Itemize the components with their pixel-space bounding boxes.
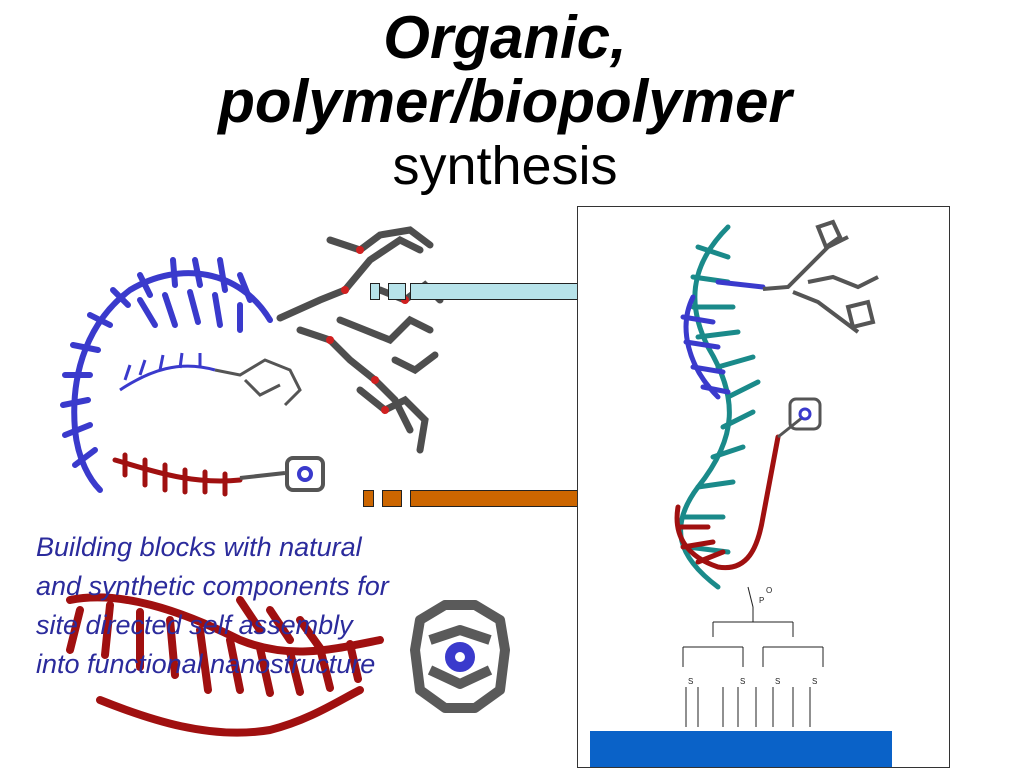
sulfur-label-1: S <box>688 677 693 686</box>
cyan-bar-segment-1 <box>370 283 380 300</box>
inner-small-molecule <box>119 352 302 407</box>
surface-assembly-panel: P O S S S S <box>577 206 950 768</box>
oxygen-label: O <box>766 586 772 595</box>
linker-atom-labels: P O S S S S <box>688 586 817 686</box>
porphyrin-large <box>410 600 510 713</box>
blue-dna-strand <box>60 257 273 493</box>
sulfur-label-3: S <box>775 677 780 686</box>
phosphate-label: P <box>759 596 764 605</box>
title-line-2: polymer/biopolymer <box>218 68 792 135</box>
title-line-3: synthesis <box>392 136 618 196</box>
sulfur-label-4: S <box>812 677 817 686</box>
orange-bar-segment-2 <box>382 490 402 507</box>
assembly-diagram: P O S S S S <box>674 219 879 727</box>
red-dna-strand <box>112 452 243 497</box>
slide-title: Organic, polymer/biopolymer synthesis <box>0 0 1010 197</box>
grey-porphyrin-stack <box>276 226 444 454</box>
orange-bar-segment-1 <box>363 490 374 507</box>
helix-blue <box>680 279 766 400</box>
caption-text: Building blocks with natural and synthet… <box>36 532 389 679</box>
orange-bar-segment-3 <box>410 490 578 507</box>
cyan-bar-segment-2 <box>388 283 406 300</box>
panel-porphyrin-cluster <box>762 219 879 334</box>
red-structure-large <box>66 593 384 737</box>
dendrimer-linker <box>682 586 824 727</box>
sulfur-label-2: S <box>740 677 745 686</box>
red-oxygen-atoms <box>326 246 409 414</box>
panel-porphyrin-small <box>777 397 822 439</box>
helix-red <box>674 434 781 571</box>
gold-surface <box>590 731 892 767</box>
porphyrin-small <box>239 456 325 492</box>
cyan-bar-segment-3 <box>410 283 578 300</box>
title-line-1: Organic, <box>383 4 627 71</box>
